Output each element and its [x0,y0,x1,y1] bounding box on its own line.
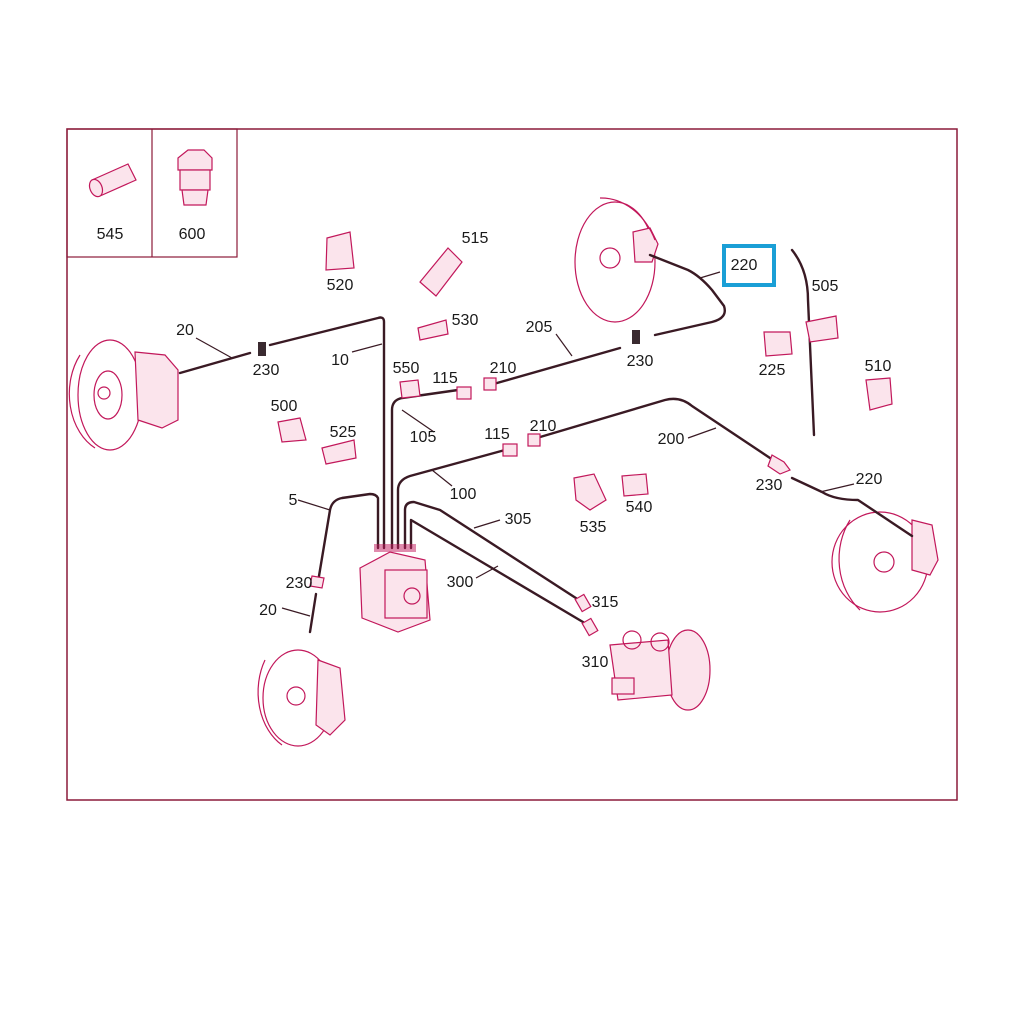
clip-230-icon [632,330,640,344]
pipe-205 [488,346,622,387]
label-230-c: 230 [756,477,783,494]
connector-210-icon [527,433,541,447]
label-100: 100 [450,486,477,503]
rear-left-brake-disc [68,339,179,451]
connector-210-icon [483,377,497,391]
label-230-a: 230 [253,362,280,379]
highlighted-part-220[interactable]: 220 [722,244,776,287]
inset-parts-box: 545 600 [66,128,238,258]
hex-fitting-icon [177,149,213,206]
label-220-front: 220 [856,471,883,488]
pipe-305 [403,500,584,604]
inset-label-600: 600 [179,226,206,243]
connector-115-icon [502,443,518,457]
inset-label-545: 545 [97,226,124,243]
label-200: 200 [658,431,685,448]
front-right-brake-disc [831,511,939,613]
brake-booster [609,629,711,711]
label-205: 205 [526,319,553,336]
clip-230-icon [309,575,325,589]
clip-225-icon [763,331,793,357]
pipe-20-front-left [308,592,318,634]
label-505: 505 [812,278,839,295]
clip-530-icon [417,319,449,341]
holder-505-icon [805,315,839,343]
label-500: 500 [271,398,298,415]
label-5: 5 [289,492,298,509]
clip-520-icon [325,231,355,271]
pipe-100 [396,448,507,550]
clip-550-icon [399,379,421,399]
label-540: 540 [626,499,653,516]
label-305: 305 [505,511,532,528]
label-230-b: 230 [627,353,654,370]
label-530: 530 [452,312,479,329]
leader-lines [195,271,855,617]
highlight-box [722,244,776,287]
pipe-10 [268,316,386,550]
label-210-b: 210 [530,418,557,435]
clip-230-icon [767,454,791,475]
label-230-d: 230 [286,575,313,592]
clip-500-icon [277,417,307,443]
hydraulic-unit [359,551,431,633]
clip-515-icon [419,247,463,297]
label-310: 310 [582,654,609,671]
clip-525-icon [321,439,357,465]
label-20-bottom: 20 [259,602,277,619]
pipe-220-front [790,476,914,538]
label-210-a: 210 [490,360,517,377]
fitting-310-icon [581,617,599,637]
clip-535-icon [573,473,607,511]
label-520: 520 [327,277,354,294]
label-300: 300 [447,574,474,591]
clip-510-icon [865,377,893,411]
label-510: 510 [865,358,892,375]
connector-115-icon [456,386,472,400]
clip-230-icon [258,342,266,356]
label-115-b: 115 [484,426,510,443]
label-525: 525 [330,424,357,441]
pipe-5 [316,492,380,584]
pipe-300 [409,518,590,627]
tube-sleeve-icon [88,163,137,198]
label-115-a: 115 [432,370,458,387]
hardware-parts [277,231,893,511]
label-315: 315 [592,594,619,611]
label-225: 225 [759,362,786,379]
label-20-top: 20 [176,322,194,339]
pipe-20-rear-left [178,351,252,375]
fitting-315-icon [574,593,592,613]
label-535: 535 [580,519,607,536]
pipe-200 [528,397,772,460]
front-left-brake-disc [257,649,346,747]
label-220-highlight[interactable]: 220 [731,257,758,274]
label-515: 515 [462,230,489,247]
pipe-105 [390,388,460,550]
fittings [258,330,791,637]
clip-540-icon [621,473,649,497]
sensor-cable-505 [790,248,816,437]
rear-right-brake-disc [574,197,659,323]
pipe-220-rear [648,253,726,337]
label-10: 10 [331,352,349,369]
label-105: 105 [410,429,437,446]
diagram-frame [66,128,958,801]
label-550: 550 [393,360,420,377]
